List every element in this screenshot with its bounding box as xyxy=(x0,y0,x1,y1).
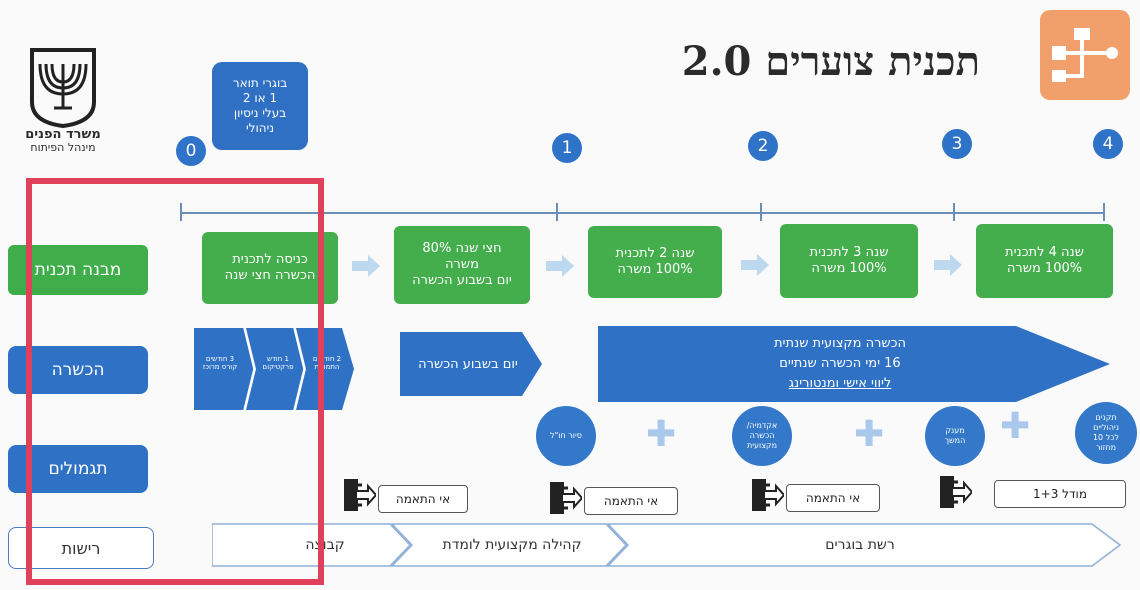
milestone-4: 4 xyxy=(1093,129,1123,159)
arrow-right-icon xyxy=(934,254,962,276)
training-annual-shape xyxy=(598,326,1110,402)
reward-academic-line2: הכשרה xyxy=(749,431,775,440)
exit-door-icon xyxy=(550,482,582,514)
structure-box-year-4-line2: 100% משרה xyxy=(1006,261,1083,276)
network-stage-community: קהילה מקצועית לומדת xyxy=(442,537,582,553)
milestone-0: 0 xyxy=(176,136,206,166)
exit-door-icon xyxy=(940,476,972,508)
training-chevron-practicum-line2: פרקטיקום xyxy=(262,363,294,371)
page-title: תכנית צוערים 2.0 xyxy=(681,38,980,85)
reward-positions-line3: לכל 10 xyxy=(1092,433,1120,442)
timeline-line xyxy=(180,212,1105,214)
exit-mismatch-3: אי התאמה xyxy=(786,484,880,512)
note-line-4: ניהולי xyxy=(245,121,275,135)
milestone-1: 1 xyxy=(552,133,582,163)
structure-box-year-2-line1: שנה 2 לתכנית xyxy=(615,246,695,261)
training-annual-line2: 16 ימי הכשרה שנתיים xyxy=(779,356,901,371)
reward-academic-line3: מקצועית xyxy=(746,441,778,450)
note-line-2: 1 או 2 xyxy=(242,91,278,105)
training-chevron-practicum-line1: 1 חודש xyxy=(267,355,289,363)
training-chevron-internship-line2: התמחות xyxy=(314,363,340,371)
reward-management-positions: תקנים ניהוליים לכל 10 מחזור xyxy=(1075,402,1137,464)
exit-door-icon xyxy=(752,479,784,511)
note-line-3: בעלי ניסיון xyxy=(233,106,287,120)
eligibility-note: בוגרי תואר 1 או 2 בעלי ניסיון ניהולי xyxy=(212,62,308,150)
structure-box-half-year-line1: חצי שנה 80% xyxy=(422,241,502,256)
structure-box-year-2: שנה 2 לתכנית 100% משרה xyxy=(588,226,722,298)
arrow-right-icon xyxy=(741,254,769,276)
plus-icon: ✚ xyxy=(646,414,677,455)
highlight-frame xyxy=(26,178,324,585)
training-annual-line1: הכשרה מקצועית שנתית xyxy=(774,336,906,351)
structure-box-year-3: שנה 3 לתכנית 100% משרה xyxy=(780,224,918,298)
row-label-licensing: רישות xyxy=(8,527,154,569)
reward-positions-line2: ניהוליים xyxy=(1093,423,1119,432)
exit-door-icon xyxy=(344,479,376,511)
structure-box-entry: כניסה לתכנית הכשרה חצי שנה xyxy=(202,232,338,304)
exit-mismatch-2: אי התאמה xyxy=(584,487,678,515)
network-stage-alumni: רשת בוגרים xyxy=(825,537,895,553)
structure-box-year-2-line2: 100% משרה xyxy=(617,262,693,277)
structure-box-year-4: שנה 4 לתכנית 100% משרה xyxy=(976,224,1113,298)
ministry-division: מינהל הפיתוח xyxy=(30,141,96,154)
reward-abroad-tour: סיור חו"ל xyxy=(536,406,596,466)
arrow-right-icon xyxy=(546,255,574,277)
structure-box-year-4-line1: שנה 4 לתכנית xyxy=(1005,245,1084,260)
structure-box-year-3-line1: שנה 3 לתכנית xyxy=(809,245,889,260)
training-chevron-internship: 2 חודשים התמחות xyxy=(306,355,348,371)
reward-academic-line1: אקדמיה/ xyxy=(746,421,778,430)
reward-grant-line1: מענק xyxy=(945,426,965,435)
training-chevron-course-line2: קורס מרוכז xyxy=(202,363,238,371)
note-line-1: בוגרי תואר xyxy=(232,76,288,90)
reward-academic-training: אקדמיה/ הכשרה מקצועית xyxy=(732,406,792,466)
structure-box-entry-line1: כניסה לתכנית xyxy=(232,252,308,267)
structure-box-half-year-line2: משרה xyxy=(445,257,479,272)
timeline-tick-2 xyxy=(760,203,762,221)
structure-box-year-3-line2: 100% משרה xyxy=(811,261,887,276)
plus-icon: ✚ xyxy=(854,414,885,455)
training-chevron-course: 3 חודשים קורס מרוכז xyxy=(196,355,244,371)
reward-positions-line1: תקנים xyxy=(1095,413,1117,422)
ministry-caption: משרד הפנים מינהל הפיתוח xyxy=(18,128,108,154)
network-stages-shape xyxy=(212,523,1122,567)
training-annual-text: הכשרה מקצועית שנתית 16 ימי הכשרה שנתיים … xyxy=(650,328,1030,400)
training-annual-line3: ליווי אישי ומנטורינג xyxy=(788,376,892,391)
exit-model: מודל 1+3 xyxy=(994,480,1126,508)
reward-continuation-grant: מענק המשך xyxy=(925,406,985,466)
reward-abroad-tour-line1: סיור חו"ל xyxy=(550,431,582,440)
milestone-2: 2 xyxy=(748,131,778,161)
training-chevron-course-line1: 3 חודשים xyxy=(205,355,235,363)
structure-box-entry-line2: הכשרה חצי שנה xyxy=(224,268,316,283)
training-weekly-shape xyxy=(400,332,542,396)
training-chevron-shapes xyxy=(194,328,354,410)
structure-box-half-year: חצי שנה 80% משרה יום בשבוע הכשרה xyxy=(394,226,530,304)
timeline-tick-4 xyxy=(1103,203,1105,221)
training-weekly-label: יום בשבוע הכשרה xyxy=(418,356,518,372)
training-chevron-internship-line1: 2 חודשים xyxy=(312,355,342,363)
reward-positions-line4: מחזור xyxy=(1095,443,1117,452)
milestone-3: 3 xyxy=(942,129,972,159)
timeline-tick-1 xyxy=(556,203,558,221)
timeline-tick-3 xyxy=(953,203,955,221)
network-stage-group: קבוצה xyxy=(305,537,345,553)
reward-grant-line2: המשך xyxy=(944,436,966,445)
structure-box-half-year-line3: יום בשבוע הכשרה xyxy=(412,273,512,288)
timeline-tick-0 xyxy=(180,203,182,221)
program-app-icon xyxy=(1040,10,1130,100)
arrow-right-icon xyxy=(352,255,380,277)
ministry-name: משרד הפנים xyxy=(25,127,101,142)
menorah-emblem-icon xyxy=(24,44,102,129)
training-chevron-practicum: 1 חודש פרקטיקום xyxy=(256,355,300,371)
plus-icon: ✚ xyxy=(1000,406,1031,447)
exit-mismatch-1: אי התאמה xyxy=(378,485,468,513)
